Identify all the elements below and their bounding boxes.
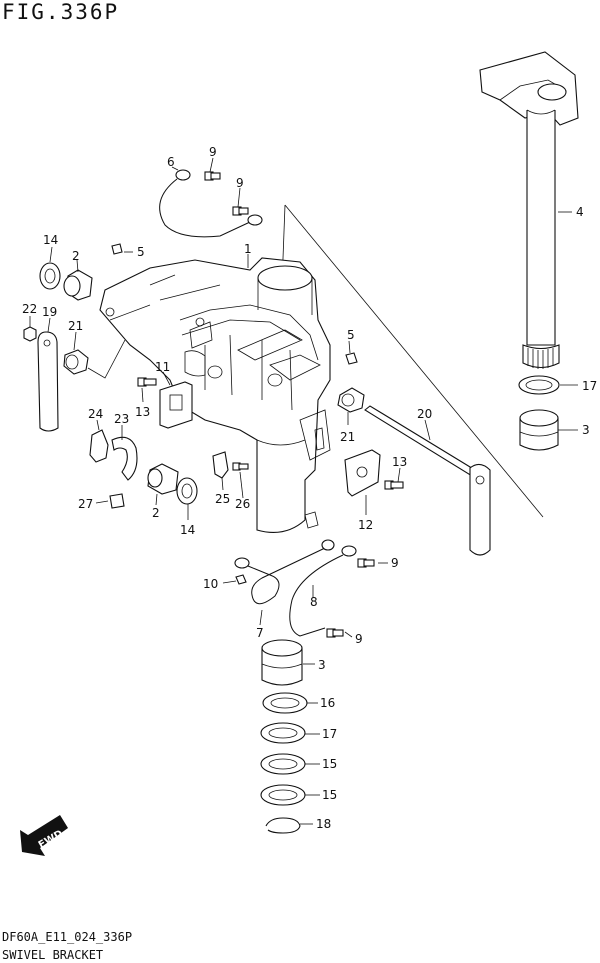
bolt-26 <box>232 462 249 471</box>
callout-23: 23 <box>114 412 129 426</box>
bolt-13-right <box>384 480 404 490</box>
reference-line <box>284 204 544 518</box>
callout-22: 22 <box>22 302 37 316</box>
bolt-9-c <box>357 558 375 568</box>
callout-7: 7 <box>256 626 264 640</box>
grease-nipple-5-b <box>345 352 358 365</box>
steering-shaft-part <box>479 51 579 369</box>
callout-18: 18 <box>316 817 331 831</box>
callout-16: 16 <box>320 696 335 710</box>
callout-17-upper: 17 <box>582 379 597 393</box>
callout-17-lower: 17 <box>322 727 337 741</box>
callout-12: 12 <box>358 518 373 532</box>
callout-27: 27 <box>78 497 93 511</box>
callout-10: 10 <box>203 577 218 591</box>
callout-26: 26 <box>235 497 250 511</box>
washer-17-lower <box>260 722 306 744</box>
circlip-18 <box>265 817 301 834</box>
callout-24: 24 <box>88 407 103 421</box>
washer-15-a <box>260 753 306 775</box>
earth-lead-8 <box>289 545 357 637</box>
callout-15-b: 15 <box>322 788 337 802</box>
washer-14-lower <box>176 477 198 505</box>
callout-25: 25 <box>215 492 230 506</box>
callout-14-lower: 14 <box>180 523 195 537</box>
callout-13-right: 13 <box>392 455 407 469</box>
callout-labels: 1 2 2 3 3 4 5 5 6 7 8 9 9 9 9 10 11 12 1… <box>22 145 597 831</box>
leader-21 <box>87 339 126 379</box>
plate-12 <box>344 449 381 497</box>
lever-19 <box>37 331 59 432</box>
tilt-lock-rod-20 <box>364 405 491 556</box>
leader-lines <box>29 157 578 825</box>
fwd-arrow-icon: FWD <box>20 815 68 856</box>
callout-5-right: 5 <box>347 328 355 342</box>
bolt-9-b <box>232 206 249 216</box>
callout-13-left: 13 <box>135 405 150 419</box>
washer-15-b <box>260 784 306 806</box>
grease-nipple-5-a <box>111 243 123 255</box>
callout-21-right: 21 <box>340 430 355 444</box>
swivel-bracket-part <box>99 257 331 533</box>
washer-17-upper <box>518 375 560 395</box>
bolt-27 <box>109 493 125 509</box>
callout-2-lower: 2 <box>152 506 160 520</box>
nut-22 <box>23 326 37 342</box>
bush-3-upper <box>519 409 559 451</box>
spring-23 <box>111 436 138 481</box>
collar-21-left <box>63 349 89 375</box>
callout-20: 20 <box>417 407 432 421</box>
callout-5-left: 5 <box>137 245 145 259</box>
nut-10 <box>235 574 247 585</box>
callout-9-d: 9 <box>355 632 363 646</box>
callout-15-a: 15 <box>322 757 337 771</box>
callout-8: 8 <box>310 595 318 609</box>
earth-lead-6 <box>159 169 263 238</box>
stopper-bracket-11 <box>159 381 193 429</box>
diagram-code: DF60A_E11_024_336P <box>2 930 133 944</box>
bolt-13-left <box>137 377 157 387</box>
washer-16 <box>262 692 308 714</box>
callout-9-b: 9 <box>236 176 244 190</box>
callout-1: 1 <box>244 242 252 256</box>
callout-19: 19 <box>42 305 57 319</box>
figure-title: FIG.336P <box>2 0 120 24</box>
callout-14-upper: 14 <box>43 233 58 247</box>
callout-9-a: 9 <box>209 145 217 159</box>
washer-14-left <box>39 262 61 290</box>
bolt-9-d <box>326 628 344 638</box>
callout-9-c: 9 <box>391 556 399 570</box>
callout-11: 11 <box>155 360 170 374</box>
bolt-9-a <box>204 171 221 181</box>
callout-2-upper: 2 <box>72 249 80 263</box>
plate-24 <box>89 429 109 463</box>
collar-21-right <box>337 387 365 413</box>
callout-3-lower: 3 <box>318 658 326 672</box>
bush-2-left <box>63 269 93 301</box>
callout-3-upper: 3 <box>582 423 590 437</box>
earth-lead-7 <box>234 539 335 605</box>
callout-4: 4 <box>576 205 584 219</box>
diagram-name: SWIVEL BRACKET <box>2 948 104 962</box>
callout-21-left: 21 <box>68 319 83 333</box>
stopper-25 <box>212 451 229 479</box>
callout-6: 6 <box>167 155 175 169</box>
bush-2-lower <box>147 463 179 495</box>
bush-3-lower <box>261 639 303 686</box>
